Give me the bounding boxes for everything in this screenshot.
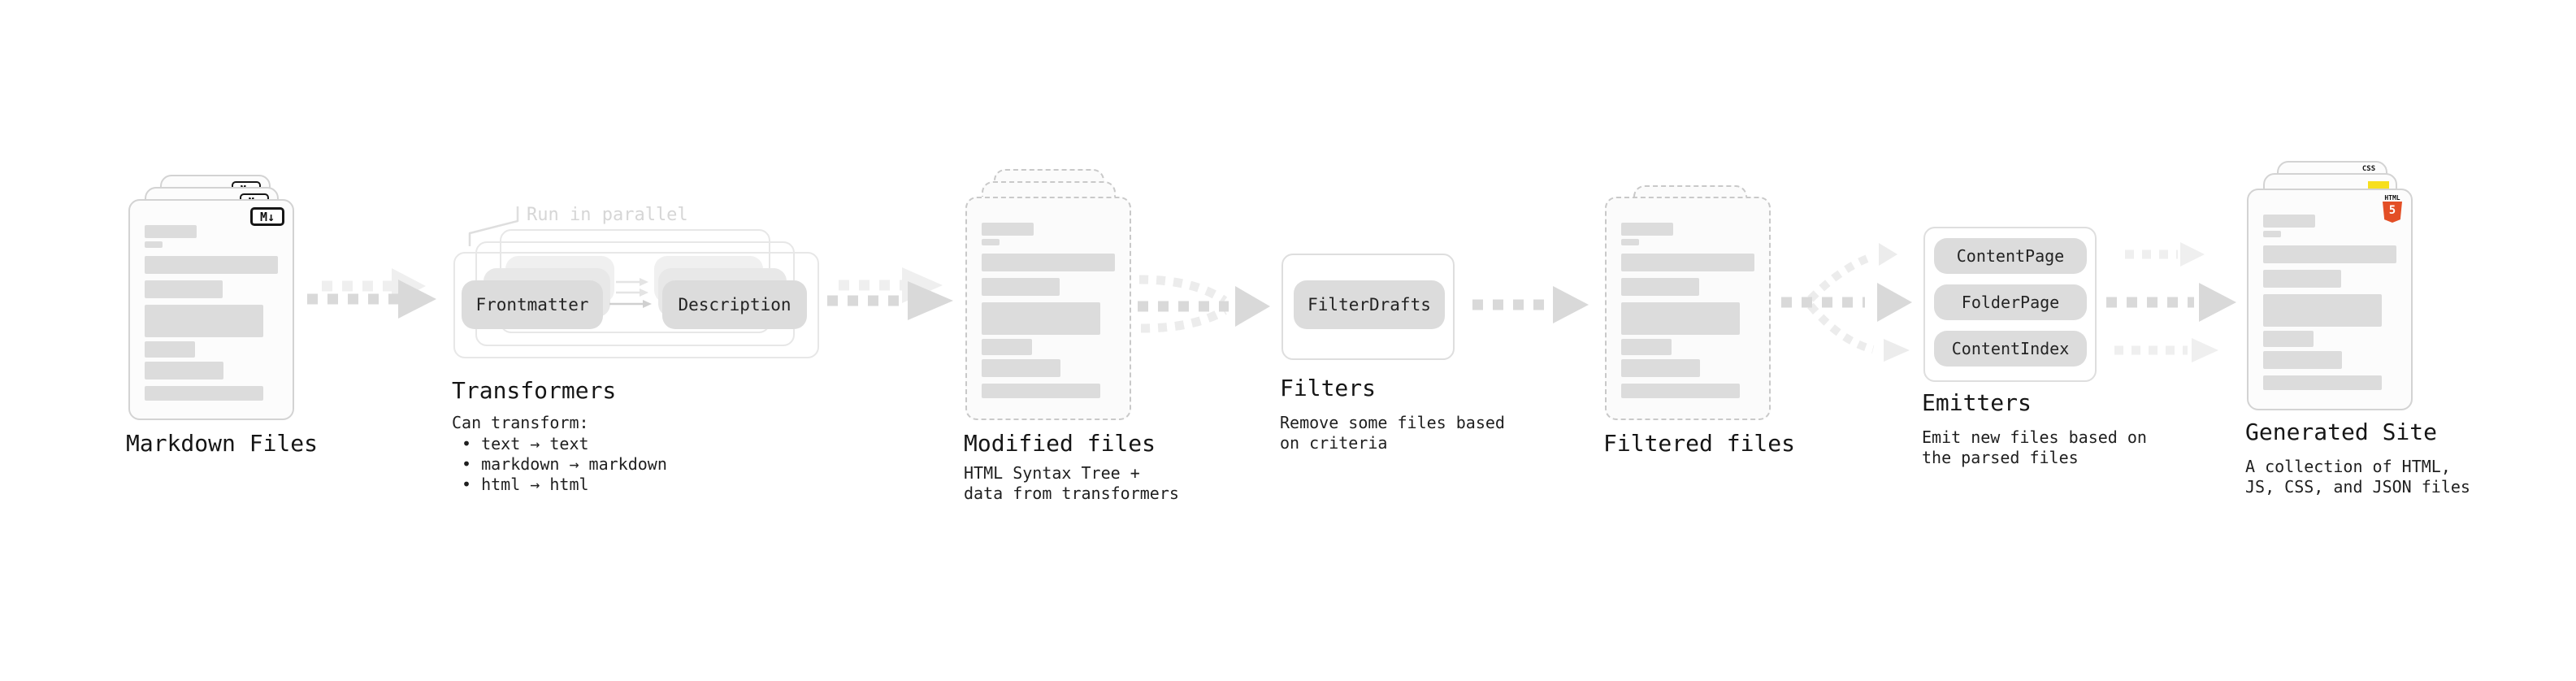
stage-description: HTML Syntax Tree + <box>964 463 1140 483</box>
doc-text-line <box>2263 331 2314 347</box>
doc-text-line <box>1621 302 1740 335</box>
doc-text-line <box>1621 339 1672 355</box>
stage-label: Filtered files <box>1603 430 1796 457</box>
stage-label: Transformers <box>452 377 617 404</box>
arrowhead-icon <box>640 278 648 286</box>
document-sheet <box>965 197 1131 420</box>
document-sheet: M↓ <box>128 199 294 420</box>
run-in-parallel-annotation: Run in parallel <box>527 205 688 225</box>
doc-text-line <box>982 223 1034 236</box>
arrowhead-icon <box>1235 286 1270 327</box>
doc-text-line <box>982 278 1060 296</box>
stage-label: Filters <box>1280 375 1377 401</box>
arrowhead-icon <box>2192 338 2218 362</box>
arrow-filtered-to-emitters <box>1781 243 1912 362</box>
doc-text-line <box>145 241 163 248</box>
doc-text-line <box>1621 254 1754 271</box>
doc-text-line <box>145 362 223 380</box>
stage-description: on criteria <box>1280 433 1388 453</box>
transform-flow-arrows <box>609 278 652 308</box>
doc-text-line <box>2263 294 2382 327</box>
stage-description: the parsed files <box>1922 448 2079 467</box>
arrowhead-icon <box>2199 283 2236 322</box>
doc-text-line <box>982 302 1100 335</box>
doc-text-line <box>2263 245 2396 263</box>
stage-label: Markdown Files <box>126 430 319 457</box>
arrow-filters-to-filtered <box>1472 286 1589 323</box>
bullet-item: • markdown → markdown <box>462 454 667 474</box>
stage-description: Emit new files based on <box>1922 427 2147 447</box>
arrowhead-icon <box>2180 242 2205 267</box>
stage-description: Can transform: <box>452 413 589 432</box>
bullet-item: • text → text <box>462 434 589 453</box>
doc-text-line <box>2263 215 2315 228</box>
doc-text-line <box>145 256 278 274</box>
arrowhead-icon <box>1877 283 1912 322</box>
doc-text-line <box>1621 359 1700 377</box>
doc-text-line <box>145 225 197 238</box>
folderpage-node: FolderPage <box>1934 284 2087 320</box>
markdown-icon: M↓ <box>250 207 284 226</box>
contentindex-node: ContentIndex <box>1934 331 2087 367</box>
doc-text-line <box>2263 375 2382 390</box>
frontmatter-node: Frontmatter <box>462 280 603 329</box>
doc-text-line <box>2263 231 2281 237</box>
arrowhead-icon <box>908 281 953 320</box>
stage-label: Emitters <box>1922 389 2032 416</box>
arrowhead-icon <box>1884 339 1910 362</box>
document-sheet: HTML 5 <box>2247 189 2413 410</box>
doc-text-line <box>982 359 1060 377</box>
stage-description: A collection of HTML, <box>2245 457 2451 476</box>
arrow-transformers-to-modified <box>827 267 953 320</box>
stage-description: Remove some files based <box>1280 413 1505 432</box>
doc-text-line <box>145 305 263 337</box>
doc-text-line <box>1621 278 1699 296</box>
stage-description: JS, CSS, and JSON files <box>2245 477 2470 497</box>
doc-text-line <box>2263 270 2341 288</box>
contentpage-node: ContentPage <box>1934 238 2087 274</box>
doc-text-line <box>982 384 1100 398</box>
doc-text-line <box>1621 223 1673 236</box>
html5-icon: HTML 5 <box>2382 194 2403 223</box>
transformer-frame <box>453 252 819 358</box>
arrow-emitters-to-generated <box>2106 242 2236 362</box>
stage-label: Modified files <box>964 430 1156 457</box>
doc-text-line <box>2263 351 2342 369</box>
arrowhead-icon <box>640 288 648 297</box>
arrowhead-icon <box>1553 286 1589 323</box>
arrow-modified-to-filters <box>1138 275 1270 333</box>
doc-text-line <box>1621 384 1740 398</box>
filterdrafts-node: FilterDrafts <box>1294 280 1445 329</box>
doc-text-line <box>982 339 1032 355</box>
doc-text-line <box>145 280 223 298</box>
annotation-connector-line <box>468 206 519 246</box>
arrowhead-icon <box>1879 243 1897 266</box>
doc-text-line <box>145 386 263 401</box>
arrowhead-icon <box>643 300 652 308</box>
bullet-item: • html → html <box>462 475 589 494</box>
doc-text-line <box>982 254 1115 271</box>
doc-text-line <box>982 239 1000 245</box>
description-node: Description <box>662 280 807 329</box>
arrowhead-icon <box>398 280 436 319</box>
stage-description: data from transformers <box>964 484 1179 503</box>
stage-label: Generated Site <box>2245 419 2438 445</box>
document-sheet <box>1605 197 1771 420</box>
arrow-markdown-to-transformers <box>307 268 436 319</box>
doc-text-line <box>145 341 195 358</box>
doc-text-line <box>1621 239 1639 245</box>
